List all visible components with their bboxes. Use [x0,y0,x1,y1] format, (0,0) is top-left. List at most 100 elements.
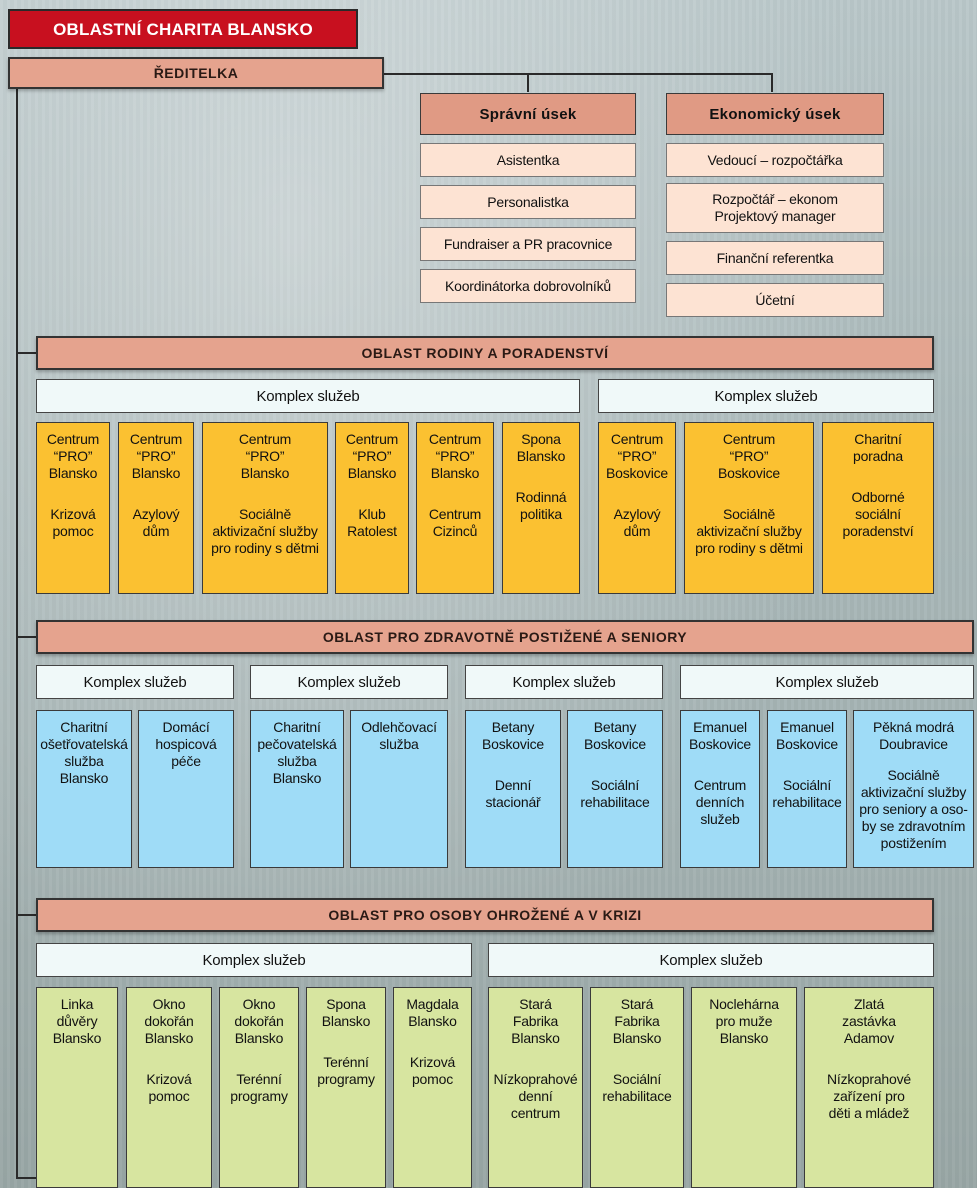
service-type: Sociální rehabilitace [580,777,650,810]
service-title: Odlehčovací služba [361,719,437,752]
service-type: Sociálně aktivizační služby pro seniory … [859,767,968,851]
item-text: Finanční referentka [716,249,834,266]
service-type: Klub Ratolest [347,506,397,539]
service-title: Charitní ošetřovatelská služba Blansko [40,719,128,786]
main-trunk-line [16,88,36,1179]
service-title: Centrum “PRO” Blansko [46,431,100,481]
service-type: Krizová pomoc [146,1071,192,1104]
service-box: Magdala Blansko Krizová pomoc [393,987,472,1188]
service-box: Spona Blansko Terénní programy [306,987,386,1188]
organization-title: OBLASTNÍ CHARITA BLANSKO [8,9,358,49]
service-title: Centrum “PRO” Blansko [238,431,292,481]
dept-ekonomicky-item: Rozpočtář – ekonom Projektový manager [666,183,884,233]
service-complex: Komplex služeb [36,379,580,413]
item-text: Účetní [755,291,795,308]
service-title: Centrum “PRO” Blansko [428,431,482,481]
service-type: Odborné sociální poradenství [842,489,914,539]
service-title: Centrum “PRO” Boskovice [605,431,668,481]
line-director-to-departments [383,73,773,92]
service-type: Sociálně aktivizační služby pro rodiny s… [211,506,319,556]
service-type: Rodinná politika [515,489,567,522]
department-ekonomicky: Ekonomický úsek [666,93,884,135]
service-title: Okno dokořán Blansko [234,996,284,1046]
service-type: Denní stacionář [485,777,541,810]
service-complex: Komplex služeb [250,665,448,699]
service-type: Nízkoprahové denní centrum [493,1071,578,1121]
dept-spravni-item: Asistentka [420,143,636,177]
service-title: Emanuel Boskovice [775,719,838,752]
service-box: Odlehčovací služba [350,710,448,868]
service-title: Charitní pečovatelská služba Blansko [257,719,337,786]
service-type: Azylový dům [132,506,180,539]
service-type: Azylový dům [613,506,661,539]
service-type: Terénní programy [230,1071,288,1104]
service-box: Emanuel Boskovice Sociální rehabilitace [767,710,847,868]
director-box: ŘEDITELKA [8,57,384,89]
dept-ekonomicky-item: Finanční referentka [666,241,884,275]
service-type: Krizová pomoc [50,506,96,539]
item-text: Rozpočtář – ekonom Projektový manager [712,191,838,224]
service-box: Charitní ošetřovatelská služba Blansko [36,710,132,868]
service-title: Centrum “PRO” Blansko [345,431,399,481]
service-box: Centrum “PRO” Blansko Sociálně aktivizač… [202,422,328,594]
service-complex: Komplex služeb [36,943,472,977]
area-disabled-seniors: OBLAST PRO ZDRAVOTNĚ POSTIŽENÉ A SENIORY [36,620,974,654]
service-title: Betany Boskovice [583,719,646,752]
service-box: Domácí hospicová péče [138,710,234,868]
service-title: Domácí hospicová péče [155,719,217,769]
department-spravni: Správní úsek [420,93,636,135]
service-title: Charitní poradna [853,431,903,464]
service-box: Centrum “PRO” Blansko Krizová pomoc [36,422,110,594]
service-complex: Komplex služeb [488,943,934,977]
service-title: Emanuel Boskovice [688,719,751,752]
service-title: Pěkná modrá Doubravice [872,719,955,752]
service-title: Okno dokořán Blansko [144,996,194,1046]
service-box: Centrum “PRO” Blansko Azylový dům [118,422,194,594]
service-type: Terénní programy [317,1054,375,1087]
dept-ekonomicky-item: Účetní [666,283,884,317]
service-box: Betany Boskovice Sociální rehabilitace [567,710,663,868]
service-box: Stará Fabrika Blansko Nízkoprahové denní… [488,987,583,1188]
service-box: Emanuel Boskovice Centrum denních služeb [680,710,760,868]
service-title: Centrum “PRO” Boskovice [717,431,780,481]
service-box: Okno dokořán Blansko Terénní programy [219,987,299,1188]
dept-spravni-item: Personalistka [420,185,636,219]
service-type: Sociální rehabilitace [772,777,842,810]
service-type: Nízkoprahové zařízení pro děti a mládež [827,1071,911,1121]
service-box: Spona Blansko Rodinná politika [502,422,580,594]
item-text: Vedoucí – rozpočtářka [707,151,843,168]
service-title: Noclehárna pro muže Blansko [709,996,779,1046]
service-title: Betany Boskovice [481,719,544,752]
service-box: Betany Boskovice Denní stacionář [465,710,561,868]
service-box: Noclehárna pro muže Blansko [691,987,797,1188]
service-box: Centrum “PRO” Boskovice Sociálně aktiviz… [684,422,814,594]
service-box: Charitní pečovatelská služba Blansko [250,710,344,868]
service-box: Pěkná modrá Doubravice Sociálně aktiviza… [853,710,974,868]
service-box: Centrum “PRO” Blansko Klub Ratolest [335,422,409,594]
service-title: Magdala Blansko [406,996,459,1029]
service-box: Linka důvěry Blansko [36,987,118,1188]
service-complex: Komplex služeb [36,665,234,699]
service-title: Centrum “PRO” Blansko [129,431,183,481]
area-crisis: OBLAST PRO OSOBY OHROŽENÉ A V KRIZI [36,898,934,932]
service-title: Stará Fabrika Blansko [511,996,560,1046]
service-type: Sociální rehabilitace [602,1071,672,1104]
service-title: Spona Blansko [321,996,371,1029]
dept-spravni-item: Koordinátorka dobrovolníků [420,269,636,303]
service-box: Zlatá zastávka Adamov Nízkoprahové zaříz… [804,987,934,1188]
service-title: Linka důvěry Blansko [52,996,102,1046]
service-type: Centrum Cizinců [428,506,482,539]
service-title: Zlatá zastávka Adamov [842,996,896,1046]
service-box: Stará Fabrika Blansko Sociální rehabilit… [590,987,684,1188]
dept-spravni-item: Fundraiser a PR pracovnice [420,227,636,261]
service-complex: Komplex služeb [680,665,974,699]
service-box: Okno dokořán Blansko Krizová pomoc [126,987,212,1188]
service-complex: Komplex služeb [598,379,934,413]
service-title: Spona Blansko [516,431,566,464]
service-box: Charitní poradna Odborné sociální porade… [822,422,934,594]
service-box: Centrum “PRO” Boskovice Azylový dům [598,422,676,594]
service-box: Centrum “PRO” Blansko Centrum Cizinců [416,422,494,594]
service-type: Krizová pomoc [409,1054,456,1087]
